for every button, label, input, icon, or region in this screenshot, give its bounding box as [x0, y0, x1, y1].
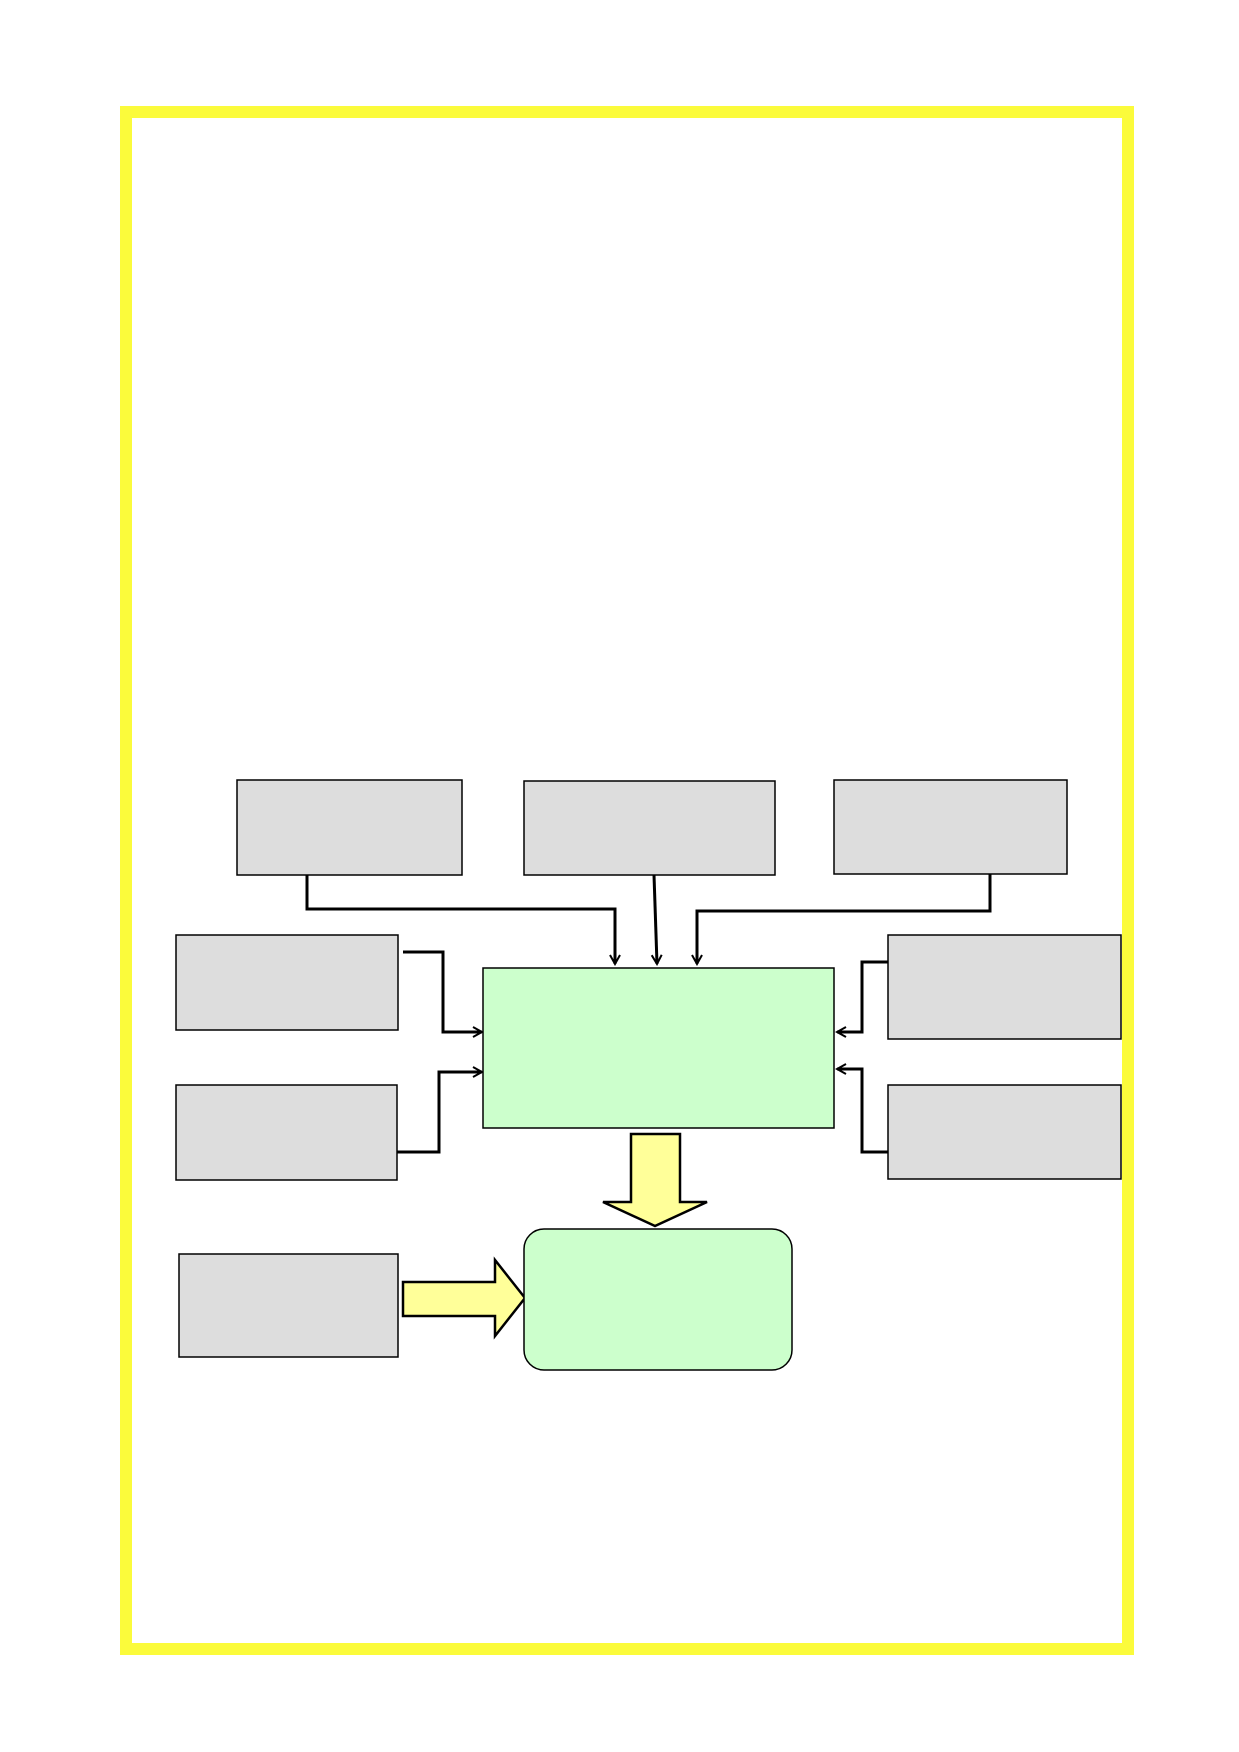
right-box-2 [887, 1084, 1122, 1180]
page-frame [120, 106, 1134, 1655]
down-block-arrow [602, 1132, 708, 1228]
result-box [523, 1228, 793, 1371]
connector-top-left [305, 875, 615, 964]
connectors [305, 874, 992, 1154]
connector-top-right [697, 874, 992, 964]
top-box-2 [523, 780, 776, 876]
left-box-1 [175, 934, 399, 1031]
connector-right-1 [837, 960, 888, 1032]
connector-left-2 [397, 1072, 482, 1154]
right-block-arrow [401, 1256, 527, 1340]
top-box-3 [833, 779, 1068, 875]
center-box [482, 967, 835, 1129]
left-box-2 [175, 1084, 398, 1181]
connector-top-center [654, 874, 657, 964]
bottom-input-box [178, 1253, 399, 1358]
connector-right-2 [837, 1069, 888, 1154]
right-box-1 [887, 934, 1122, 1040]
top-box-1 [236, 779, 463, 876]
connector-left-1 [403, 950, 482, 1032]
